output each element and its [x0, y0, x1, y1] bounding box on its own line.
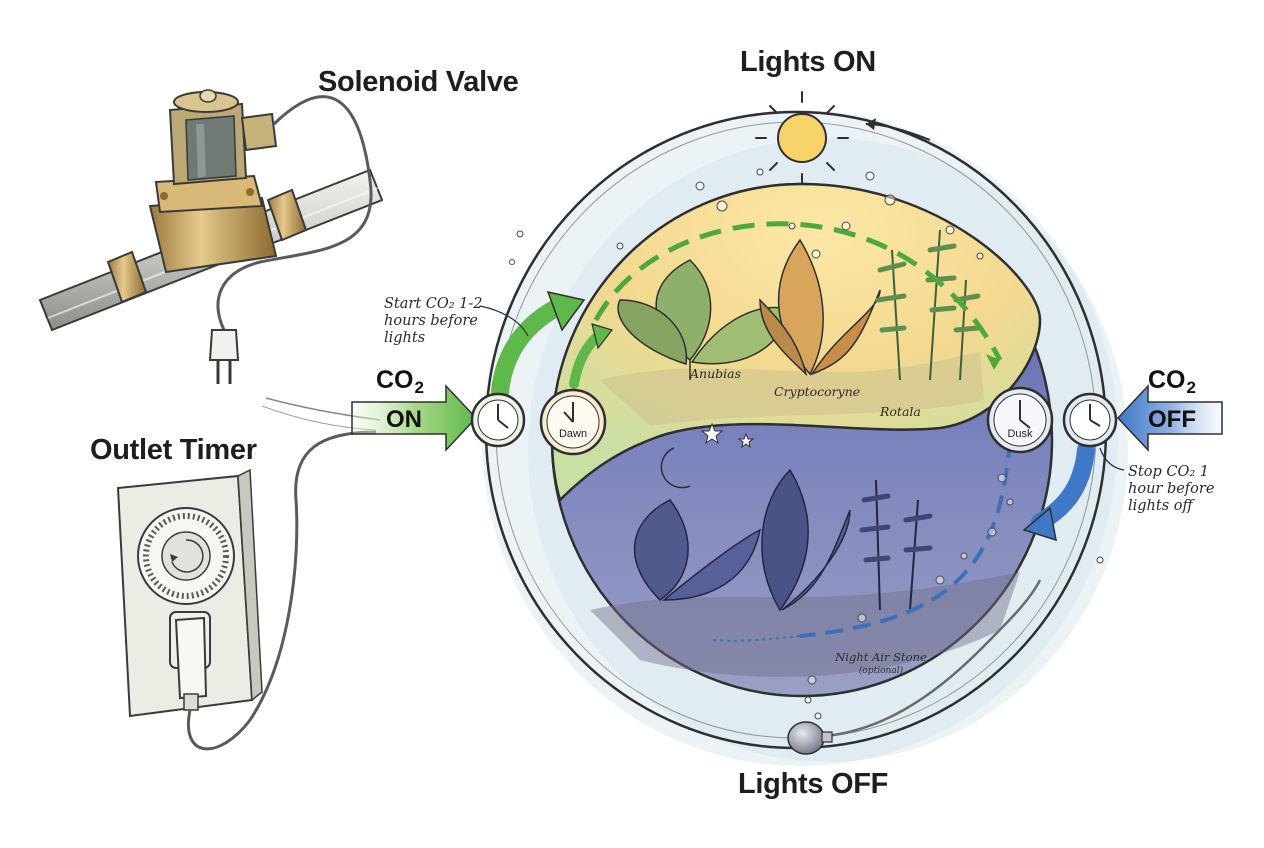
- sun-icon: [755, 91, 849, 185]
- start-co2-note: Start CO₂ 1-2 hours before lights: [384, 296, 483, 346]
- outlet-timer-illustration: [116, 468, 263, 718]
- co2-day-flow-path: [593, 221, 1003, 362]
- clock-icon: [470, 392, 526, 448]
- co2-on-chem-label: CO2: [376, 366, 424, 397]
- plug-icon: [208, 329, 240, 384]
- bubble-icon: [509, 168, 1104, 720]
- lights-off-label: Lights OFF: [738, 768, 889, 800]
- solenoid-valve-label: Solenoid Valve: [318, 66, 519, 98]
- solenoid-valve-illustration: [38, 89, 384, 332]
- co2-off-chem-label: CO2: [1148, 366, 1196, 397]
- plant-anubias: [617, 259, 791, 380]
- dusk-clock-label: Dusk: [1007, 428, 1033, 440]
- outlet-timer-label: Outlet Timer: [90, 434, 257, 466]
- air-stone-icon: [787, 721, 833, 755]
- plant-label-rotala: Rotala: [880, 404, 921, 419]
- moon-icon: [660, 447, 691, 489]
- co2-on-state-label: ON: [386, 406, 422, 433]
- valve-power-cord: [216, 95, 373, 331]
- star-icon: [737, 432, 755, 449]
- stop-co2-note: Stop CO₂ 1 hour before lights off: [1128, 464, 1215, 514]
- co2-off-arrow: [1116, 384, 1223, 452]
- co2-night-flow-path: [799, 439, 1012, 638]
- lights-on-label: Lights ON: [740, 46, 876, 78]
- night-air-stone-label: Night Air Stone (optional): [835, 650, 927, 676]
- clock-icon: [539, 388, 607, 456]
- star-icon: [700, 422, 724, 445]
- plant-rotala: [875, 229, 981, 381]
- night-plants: [633, 468, 933, 612]
- co2-start-arrow: [491, 297, 569, 401]
- dawn-clock-label: Dawn: [558, 428, 588, 440]
- co2-off-state-label: OFF: [1148, 406, 1196, 433]
- plant-cryptocoryne: [759, 238, 881, 377]
- timer-power-cord: [187, 430, 377, 751]
- co2-on-arrow: [351, 384, 478, 452]
- clock-icon: [986, 386, 1054, 454]
- plant-label-anubias: Anubias: [690, 366, 741, 381]
- clock-icon: [1062, 392, 1118, 448]
- plant-label-cryptocoryne: Cryptocoryne: [774, 384, 861, 399]
